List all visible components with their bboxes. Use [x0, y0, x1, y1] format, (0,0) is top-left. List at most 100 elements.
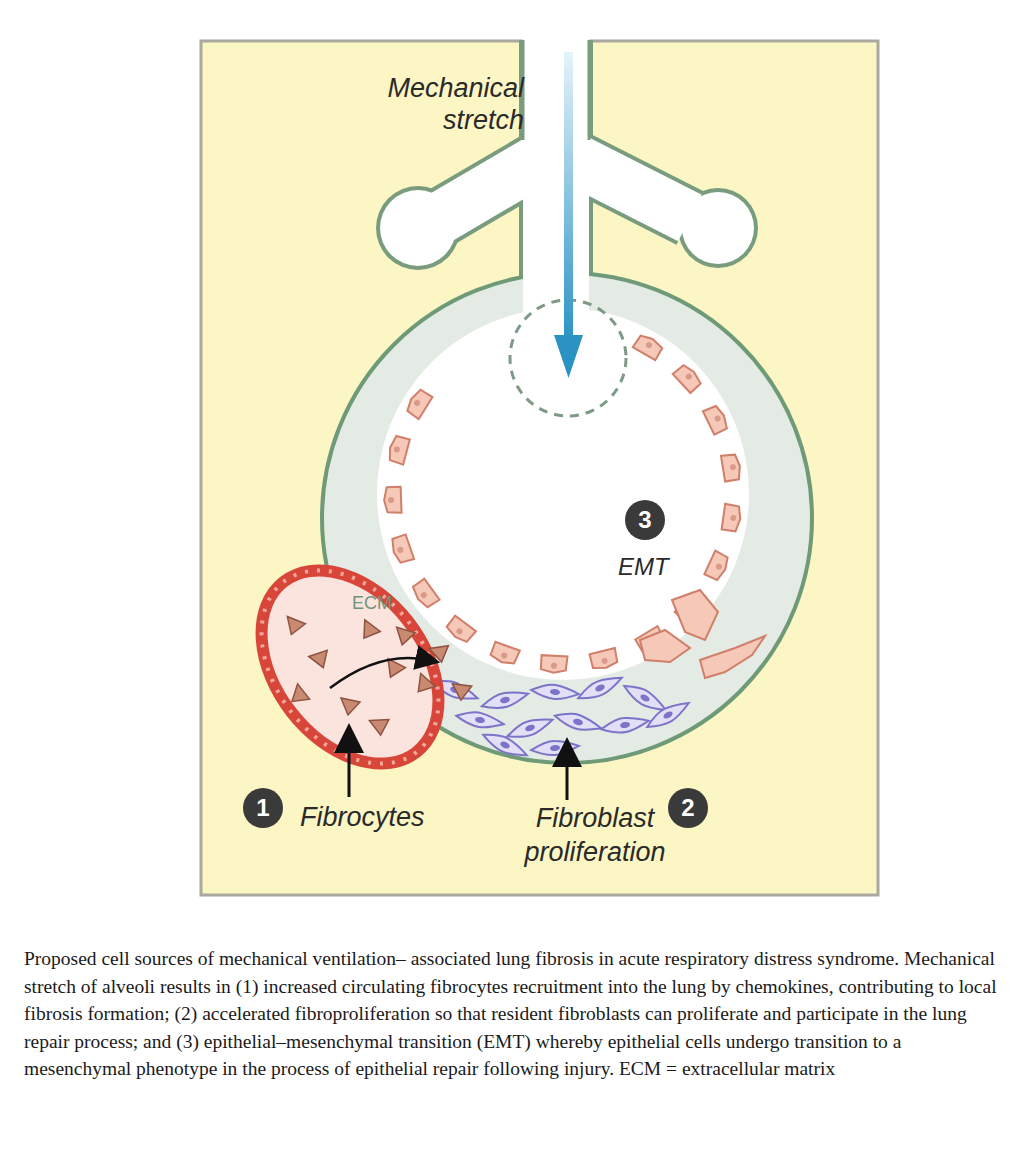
- fibrocyte: [358, 620, 382, 643]
- epithelial-cell-body: [390, 534, 415, 564]
- callout-disc: [625, 500, 665, 540]
- fibroblast-body: [530, 739, 579, 757]
- fibroblast-body: [575, 671, 624, 704]
- panel: [201, 41, 878, 895]
- migration-arrow: [330, 658, 428, 688]
- nucleus: [620, 721, 631, 729]
- fibroblast-body: [600, 714, 650, 736]
- nucleus: [685, 372, 693, 380]
- epithelial-cell-body: [411, 579, 440, 610]
- fibrocyte: [384, 659, 407, 680]
- fibroblast-body: [480, 728, 529, 761]
- nucleus: [524, 723, 535, 732]
- nucleus: [397, 546, 405, 554]
- fibroblast: [530, 683, 579, 701]
- fibroblast: [553, 709, 603, 735]
- epithelial-cell-body: [673, 362, 703, 393]
- fibroblasts: [430, 671, 692, 761]
- callout-number: 3: [627, 502, 663, 538]
- fibrocyte: [284, 617, 306, 637]
- nucleus: [551, 663, 557, 669]
- fibroblast: [644, 697, 693, 733]
- epithelial-cell-body: [445, 616, 476, 645]
- epithelial-cell: [722, 504, 742, 532]
- pointer-arrow: [348, 738, 351, 797]
- fibroblast: [480, 728, 529, 761]
- epithelial-cell-body: [541, 655, 568, 673]
- fibroblast-body: [505, 713, 555, 743]
- stretch-arrow: [564, 52, 573, 342]
- epithelial-cell: [387, 435, 410, 465]
- epithelial-cell: [704, 551, 730, 582]
- epithelial-cell-body: [384, 487, 402, 514]
- callout-disc: [243, 788, 283, 828]
- callout-number: 2: [670, 790, 706, 826]
- callout-disc: [668, 788, 708, 828]
- nucleus: [594, 683, 606, 693]
- process-label: Fibroblast proliferation: [500, 801, 690, 869]
- epithelial-cell-body: [721, 453, 742, 481]
- nucleus: [475, 716, 486, 724]
- nucleus: [420, 591, 428, 599]
- epithelial-cell-body: [404, 388, 432, 419]
- nucleus: [729, 464, 736, 471]
- nucleus: [499, 740, 511, 750]
- epithelial-cell: [445, 616, 476, 645]
- fibrocyte: [341, 698, 360, 715]
- fibroblast-body: [530, 683, 579, 701]
- epithelial-cell: [384, 487, 402, 514]
- stimulus-label: Mechanical stretch: [352, 72, 524, 137]
- fibroblast-body: [480, 687, 530, 713]
- fibroblast-body: [455, 709, 505, 731]
- epithelial-cell-body: [633, 332, 664, 360]
- epithelial-cell-body: [704, 551, 730, 582]
- fibroblast-body: [644, 697, 693, 733]
- nucleus: [413, 399, 421, 407]
- fibrocyte: [412, 673, 437, 697]
- region-label: ECM: [352, 593, 392, 615]
- nucleus: [714, 415, 722, 423]
- fibroblast: [575, 671, 624, 704]
- fibrocyte: [369, 716, 392, 737]
- fibrocyte: [429, 642, 453, 664]
- nucleus: [455, 627, 463, 635]
- epithelial-cell: [703, 404, 730, 435]
- epithelial-cell-body: [703, 404, 730, 435]
- epithelial-cell: [541, 655, 568, 673]
- epithelial-cell-body: [490, 642, 520, 667]
- fibrocytes: [284, 617, 472, 737]
- fibroblast: [530, 739, 579, 757]
- nucleus: [601, 657, 608, 664]
- nucleus: [388, 497, 394, 503]
- fibrocyte: [395, 627, 415, 646]
- fibroblast: [480, 687, 530, 713]
- epithelial-cell: [390, 534, 415, 564]
- nucleus: [393, 446, 400, 453]
- epithelial-cell: [673, 362, 703, 393]
- fibroblast: [455, 709, 505, 731]
- epithelial-cell: [411, 579, 440, 610]
- epithelial-cell: [590, 648, 619, 671]
- epithelial-cell: [404, 388, 432, 419]
- epithelial-cell: [633, 332, 664, 360]
- epithelial-cell: [490, 642, 520, 667]
- alveolus-lumen: [377, 308, 749, 680]
- epithelial-cell: [721, 453, 742, 481]
- fibrocyte: [287, 684, 312, 709]
- epithelial-cells: [384, 332, 742, 673]
- nucleus: [550, 689, 560, 696]
- nucleus: [550, 745, 560, 752]
- nucleus: [500, 652, 508, 660]
- bronchiole-bulb: [380, 190, 456, 266]
- nucleus: [715, 563, 723, 571]
- nucleus: [639, 693, 651, 703]
- epithelial-cell-body: [387, 435, 410, 465]
- figure-caption: Proposed cell sources of mechanical vent…: [24, 945, 1009, 1083]
- cell-label: Fibrocytes: [300, 801, 425, 833]
- nucleus: [499, 696, 510, 704]
- fibrocyte: [309, 647, 334, 671]
- nucleus: [730, 515, 737, 522]
- fibroblast: [505, 713, 555, 743]
- bronchiole-bulb: [682, 192, 754, 264]
- epithelial-cell-body: [722, 504, 742, 532]
